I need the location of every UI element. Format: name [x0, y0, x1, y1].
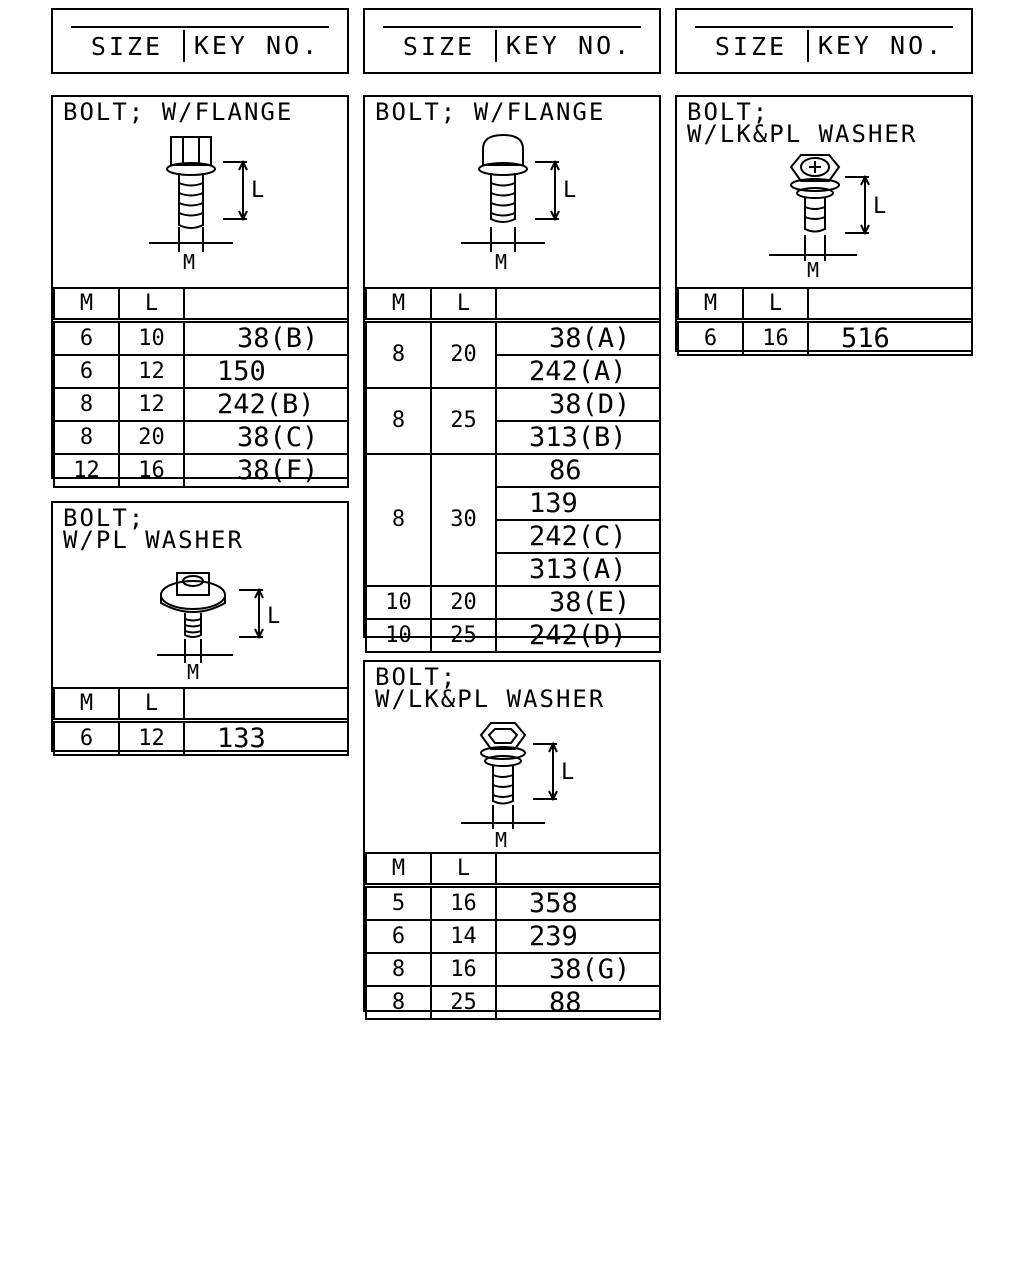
l-dim-label: L — [873, 194, 886, 219]
table-row: 242(A) — [366, 353, 661, 389]
col-m: M — [365, 852, 432, 888]
table-row: 139 — [366, 485, 661, 521]
m-dim-label: M — [183, 250, 195, 274]
m-dim-label: M — [495, 828, 507, 852]
col-l: L — [118, 687, 185, 723]
panel-title: BOLT; W/LK&PL WASHER — [375, 663, 606, 713]
bolt-flange-diagram: L M — [149, 136, 264, 274]
col-l: L — [430, 852, 497, 888]
l-dim-label: L — [251, 178, 264, 203]
size-label: SIZE — [402, 31, 476, 61]
col-m: M — [677, 287, 744, 323]
key-no-label: KEY NO. — [183, 30, 329, 62]
key-no-label: KEY NO. — [495, 30, 641, 62]
header-box-1: SIZE KEY NO. — [51, 8, 349, 74]
key-no-label: KEY NO. — [807, 30, 953, 62]
col-l: L — [742, 287, 809, 323]
col-l: L — [430, 287, 497, 323]
bolt-lk-pl-washer-diagram: L M — [461, 722, 574, 852]
m-dim-label: M — [495, 250, 507, 274]
l-dim-label: L — [267, 604, 280, 629]
size-label: SIZE — [714, 31, 788, 61]
size-label: SIZE — [90, 31, 164, 61]
header-box-3: SIZE KEY NO. — [675, 8, 973, 74]
l-dim-label: L — [561, 760, 574, 785]
bolt-lk-pl-washer-phillips-diagram: L M — [769, 154, 886, 282]
col-key — [183, 687, 349, 723]
col-key — [183, 287, 349, 323]
col-l: L — [118, 287, 185, 323]
bolt-flange-diagram: L M — [461, 133, 576, 274]
panel-title: BOLT; W/FLANGE — [375, 98, 606, 126]
table-row: 242(C) — [366, 518, 661, 554]
bolt-pl-washer-diagram: L M — [157, 572, 280, 683]
col-key — [495, 852, 661, 888]
panel-title: BOLT; W/PL WASHER — [63, 504, 244, 554]
table-row: 313(A) — [366, 551, 661, 587]
col-key — [807, 287, 973, 323]
header-box-2: SIZE KEY NO. — [363, 8, 661, 74]
col-key — [495, 287, 661, 323]
panel-title: BOLT; W/LK&PL WASHER — [687, 98, 918, 148]
col-m: M — [53, 287, 120, 323]
m-dim-label: M — [807, 258, 819, 282]
col-m: M — [53, 687, 120, 723]
col-m: M — [365, 287, 432, 323]
m-dim-label: M — [187, 660, 199, 683]
table-row: 313(B) — [366, 419, 661, 455]
l-dim-label: L — [563, 178, 576, 203]
panel-title: BOLT; W/FLANGE — [63, 98, 294, 126]
